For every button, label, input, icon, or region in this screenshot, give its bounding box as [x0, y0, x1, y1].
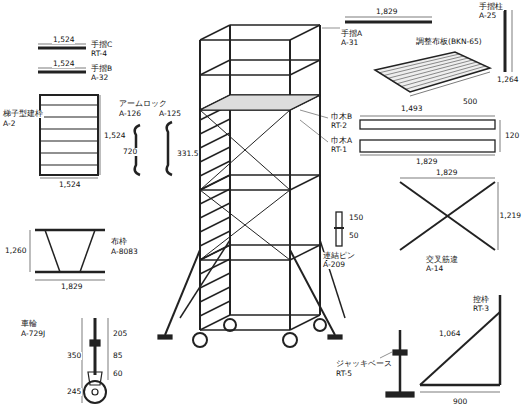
part-label: ジャッキベース: [335, 360, 393, 368]
part-label: 巾木A: [330, 137, 353, 145]
part-label: RT-1: [330, 146, 348, 154]
part-label: 手摺柱: [478, 3, 504, 11]
dimension-label: 1,264: [496, 76, 519, 84]
plank-slot: [401, 64, 481, 87]
tower-rail: [290, 25, 320, 40]
ladder-rung: [200, 217, 230, 232]
part-label: A-2: [2, 120, 16, 128]
tower-rail: [200, 74, 290, 76]
tower-rail: [290, 60, 320, 75]
ladder-rung: [200, 119, 230, 134]
part-label: A-14: [425, 265, 444, 273]
dimension-label: 205: [112, 330, 128, 338]
dimension-label: 120: [504, 132, 520, 140]
tower-rail: [230, 24, 320, 26]
tower-rail: [200, 329, 290, 331]
part-label: 巾木B: [330, 113, 353, 121]
tower-rail: [200, 259, 290, 261]
tower-rail: [200, 39, 290, 41]
dimension-label: 1,829: [375, 8, 398, 16]
tower-rail: [230, 59, 320, 61]
dimension-label: 500: [462, 98, 478, 106]
dimension-label: 1,524: [58, 181, 81, 189]
dimension-label: 331.5: [176, 150, 199, 158]
part-label: 手摺C: [90, 41, 113, 49]
part-label: アームロック: [118, 100, 168, 108]
dimension-label: 50: [348, 232, 360, 240]
tower-rail: [200, 60, 230, 75]
dimension-label: 150: [348, 214, 364, 222]
part-label: 控枠: [472, 296, 490, 304]
part-label: A-32: [90, 74, 109, 82]
tower-rail: [290, 175, 320, 190]
part-label: 手摺A: [340, 30, 363, 38]
plank-slot: [406, 66, 486, 89]
part-label: RT-2: [330, 122, 348, 130]
frame-rung: [40, 140, 98, 141]
dimension-label: 1,064: [438, 330, 461, 338]
dimension-label: 900: [452, 398, 468, 406]
ladder-rung: [200, 161, 230, 176]
dimension-label: 245: [66, 388, 82, 396]
frame-rung: [40, 164, 98, 165]
part-label: A-126: [118, 110, 142, 118]
frame-rung: [40, 128, 98, 129]
ladder-rung: [200, 147, 230, 162]
dimension-label: 1,829: [435, 169, 458, 177]
ladder-rung: [200, 203, 230, 218]
part-label: 布枠: [110, 238, 128, 246]
part-label: 車輪: [20, 320, 38, 328]
dimension-label: 350: [66, 352, 82, 360]
tower-rail: [200, 25, 230, 40]
dimension-label: 1,829: [60, 283, 83, 291]
ladder-rung: [200, 301, 230, 316]
dimension-label: 1,260: [4, 247, 27, 255]
dimension-label: 60: [112, 370, 124, 378]
dimension-label: 1,524: [103, 132, 126, 140]
part-label: RT-4: [90, 50, 108, 58]
frame-rung: [40, 104, 98, 105]
dimension-label: 1,219: [499, 212, 522, 220]
ladder-rung: [200, 133, 230, 148]
dimension-label: 1,493: [400, 105, 423, 113]
frame-rung: [40, 152, 98, 153]
part-label: A-729J: [20, 330, 46, 338]
dimension-label: 1,524: [52, 60, 75, 68]
part-label: RT-5: [335, 370, 353, 378]
part-label: A-25: [478, 12, 497, 20]
plank-slot: [397, 62, 477, 84]
part-label: RT-3: [472, 305, 490, 313]
part-label: 調整布板(BKN-65): [415, 38, 483, 46]
dimension-label: 85: [112, 352, 124, 360]
part-label: A-31: [340, 39, 359, 47]
tower-rail: [230, 244, 320, 246]
part-label: 交叉筋違: [425, 256, 459, 264]
frame-rung: [40, 116, 98, 117]
dimension-label: 1,829: [415, 158, 438, 166]
part-label: 手摺B: [90, 65, 113, 73]
ladder-rung: [200, 287, 230, 302]
dimension-label: 720: [122, 148, 138, 156]
tower-rail: [230, 174, 320, 176]
tower-rail: [200, 189, 290, 191]
tower-rail: [230, 314, 320, 316]
dimension-label: 1,524: [52, 36, 75, 44]
part-label: 梯子型建枠: [2, 110, 44, 118]
ladder-rung: [200, 231, 230, 246]
part-label: A-8083: [110, 248, 139, 256]
part-label: A-125: [158, 110, 182, 118]
part-label: A-209: [322, 261, 346, 269]
ladder-rung: [200, 259, 230, 274]
part-label: 連結ピン: [322, 252, 356, 260]
